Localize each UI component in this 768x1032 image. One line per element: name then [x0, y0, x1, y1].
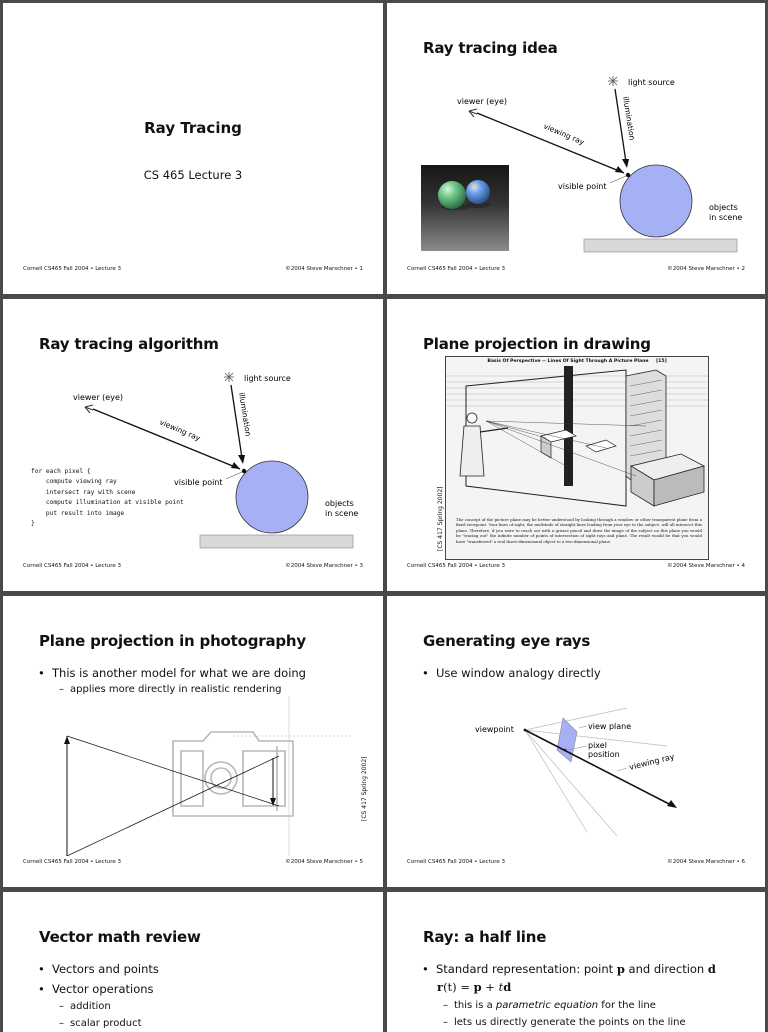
objects-label-2: in scene: [325, 509, 358, 518]
viewing-ray-label: viewing ray: [158, 418, 202, 443]
slide-title: Ray tracing algorithm: [39, 335, 219, 353]
slide-footer-left: Cornell CS465 Fall 2004 • Lecture 3: [407, 859, 505, 865]
slide-title: Ray Tracing: [144, 119, 242, 137]
slide-footer-left: Cornell CS465 Fall 2004 • Lecture 3: [23, 266, 121, 272]
figure-header: Basis Of Perspective -- Lines Of Sight T…: [487, 359, 667, 364]
slide-footer-left: Cornell CS465 Fall 2004 • Lecture 3: [23, 563, 121, 569]
scene-sphere: [619, 164, 693, 238]
viewer-label: viewer (eye): [73, 393, 123, 402]
bullet-point: This is another model for what we are do…: [38, 666, 306, 680]
illumination-label: illumination: [237, 392, 253, 437]
slide-title: Generating eye rays: [423, 632, 591, 650]
pixel-position-label: pixel: [588, 741, 607, 750]
slide-title: Vector math review: [39, 928, 201, 946]
view-plane-label: view plane: [588, 722, 631, 731]
sub-bullet: lets us directly generate the points on …: [443, 1017, 686, 1028]
viewpoint-label: viewpoint: [475, 725, 514, 734]
eye-icon: [84, 404, 94, 414]
slide-8: Ray: a half line Standard representation…: [387, 892, 765, 1032]
ground-plane: [199, 534, 354, 549]
slide-footer-right: ©2004 Steve Marschner • 4: [667, 563, 745, 569]
slide-footer-right: ©2004 Steve Marschner • 6: [667, 859, 745, 865]
light-source-icon: [224, 372, 234, 382]
camera-projection-diagram: [64, 696, 353, 856]
ray-equation: r(t) = p + td: [437, 980, 512, 994]
slide-footer-left: Cornell CS465 Fall 2004 • Lecture 3: [23, 859, 121, 865]
slide-5: Plane projection in photography This is …: [3, 596, 383, 887]
slide-footer-left: Cornell CS465 Fall 2004 • Lecture 3: [407, 266, 505, 272]
algorithm-pseudocode: for each pixel { compute viewing ray int…: [31, 468, 184, 528]
slide-subtitle: CS 465 Lecture 3: [143, 168, 243, 182]
slide-title: Plane projection in drawing: [423, 335, 651, 353]
sub-bullet: applies more directly in realistic rende…: [59, 684, 282, 695]
view-plane: [556, 717, 578, 763]
bullet-point: Standard representation: point p and dir…: [422, 962, 716, 976]
perspective-sketch: [446, 366, 708, 507]
light-source-icon: [608, 76, 618, 86]
visible-point-label: visible point: [558, 182, 607, 191]
slide-7: Vector math review Vectors and points Ve…: [3, 892, 383, 1032]
slide-footer-right: ©2004 Steve Marschner • 3: [285, 563, 363, 569]
viewing-ray-label: viewing ray: [542, 122, 586, 147]
ground-plane: [583, 238, 738, 253]
slide-3: Ray tracing algorithm viewer (eye) light…: [3, 299, 383, 591]
eye-ray-diagram: viewpoint view plane pixel position view…: [475, 707, 677, 836]
sub-bullet: addition: [59, 1001, 111, 1012]
slide-title: Ray tracing idea: [423, 39, 558, 57]
slide-2: Ray tracing idea: [387, 3, 765, 294]
visible-point-dot: [241, 468, 247, 474]
rendered-spheres-image: [421, 165, 509, 251]
slide-footer-left: Cornell CS465 Fall 2004 • Lecture 3: [407, 563, 505, 569]
objects-label: objects: [325, 499, 354, 508]
figure-caption: The concept of the picture plane may be …: [456, 517, 702, 544]
viewing-ray-label: viewing ray: [628, 752, 675, 772]
objects-label-2: in scene: [709, 213, 742, 222]
slide-title: Ray: a half line: [423, 928, 547, 946]
ray-tracing-diagram: viewer (eye) light source illumination v…: [457, 76, 742, 253]
bullet-point: Use window analogy directly: [422, 666, 601, 680]
bullet-point: Vector operations: [38, 982, 154, 996]
figure-citation: [CS 417 Spring 2002]: [361, 756, 368, 822]
slide-1: Ray Tracing CS 465 Lecture 3 Cornell CS4…: [3, 3, 383, 294]
slide-title: Plane projection in photography: [39, 632, 306, 650]
slide-footer-right: ©2004 Steve Marschner • 2: [667, 266, 745, 272]
illumination-label: illumination: [621, 96, 637, 141]
visible-point-label: visible point: [174, 478, 223, 487]
visible-point-dot: [625, 172, 631, 178]
viewer-label: viewer (eye): [457, 97, 507, 106]
pixel-position-label-2: position: [588, 750, 620, 759]
sub-bullet: this is a parametric equation for the li…: [443, 1000, 656, 1011]
scene-sphere: [235, 460, 309, 534]
slide-footer-right: ©2004 Steve Marschner • 5: [285, 859, 363, 865]
figure-citation: [CS 417 Spring 2002]: [437, 486, 444, 552]
eye-icon: [468, 108, 478, 118]
slide-6: Generating eye rays Use window analogy d…: [387, 596, 765, 887]
perspective-drawing-figure: Basis Of Perspective -- Lines Of Sight T…: [445, 356, 709, 560]
ray-tracing-diagram: viewer (eye) light source illumination v…: [73, 372, 358, 549]
slide-4: Plane projection in drawing Basis Of Per…: [387, 299, 765, 591]
light-source-label: light source: [244, 374, 291, 383]
objects-label: objects: [709, 203, 738, 212]
light-source-label: light source: [628, 78, 675, 87]
slide-footer-right: ©2004 Steve Marschner • 1: [285, 266, 363, 272]
bullet-point: Vectors and points: [38, 962, 159, 976]
